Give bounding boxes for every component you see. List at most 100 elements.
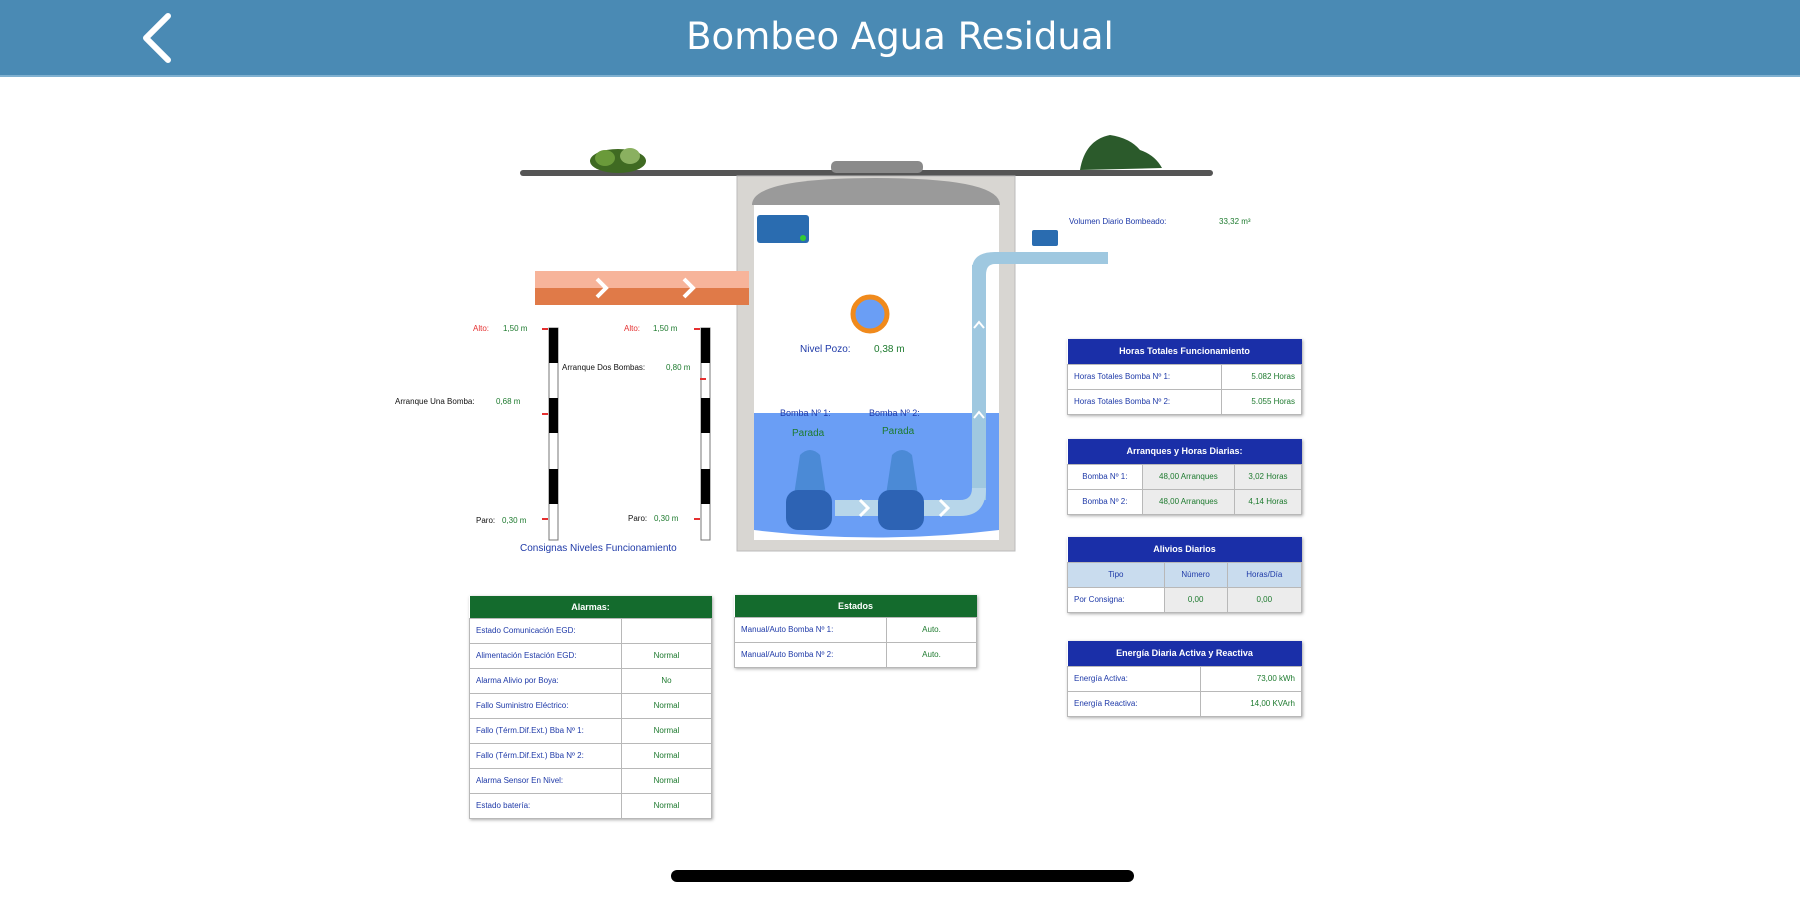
- row-horas: 3,02 Horas: [1233, 463, 1303, 490]
- col-header: Tipo: [1067, 561, 1165, 588]
- pump-1-icon: [786, 450, 832, 530]
- arranques-title: Arranques y Horas Diarias:: [1067, 439, 1302, 464]
- row-value: [621, 617, 712, 644]
- right-arranque-label: Arranque Dos Bombas:: [562, 363, 646, 372]
- row-label: Manual/Auto Bomba Nº 1:: [734, 616, 887, 643]
- row-label: Alimentación Estación EGD:: [469, 642, 622, 669]
- right-arranque-value: 0,80 m: [666, 363, 691, 372]
- header-bar: Bombeo Agua Residual: [0, 0, 1800, 77]
- row-label: Bomba Nº 1:: [1067, 463, 1143, 490]
- volumen-label: Volumen Diario Bombeado:: [1069, 217, 1167, 226]
- back-chevron-icon[interactable]: [138, 12, 178, 64]
- nivel-pozo-label: Nivel Pozo:: [800, 344, 851, 355]
- row-label: Energía Reactiva:: [1066, 690, 1202, 717]
- arranques-table: Arranques y Horas Diarias: Bomba Nº 1:48…: [1067, 439, 1303, 515]
- row-value: Normal: [621, 717, 712, 744]
- row-value: 5.055 Horas: [1221, 388, 1302, 415]
- row-horas: 0,00: [1226, 586, 1303, 613]
- table-row: Estado Comunicación EGD:: [469, 617, 712, 644]
- row-value: Normal: [621, 767, 712, 794]
- bush-left-icon: [590, 148, 646, 173]
- well-lid-top: [831, 161, 923, 173]
- row-label: Estado Comunicación EGD:: [469, 617, 622, 644]
- level-gauge-left: [542, 327, 559, 541]
- left-alto-label: Alto:: [473, 324, 490, 333]
- nivel-pozo-value: 0,38 m: [874, 344, 905, 355]
- table-row: Fallo (Térm.Dif.Ext.) Bba Nº 1:Normal: [469, 717, 712, 744]
- row-value: No: [621, 667, 712, 694]
- row-arranques: 48,00 Arranques: [1141, 463, 1235, 490]
- col-header: Número: [1163, 561, 1228, 588]
- row-label: Horas Totales Bomba Nº 2:: [1066, 388, 1223, 415]
- well-lid: [752, 178, 1000, 205]
- left-arranque-label: Arranque Una Bomba:: [395, 397, 475, 406]
- row-value: Auto.: [886, 616, 977, 643]
- row-label: Horas Totales Bomba Nº 1:: [1066, 363, 1223, 390]
- bomba-1-label: Bomba Nº 1:: [780, 408, 831, 418]
- row-label: Fallo (Térm.Dif.Ext.) Bba Nº 1:: [469, 717, 622, 744]
- bomba-2-label: Bomba Nº 2:: [869, 408, 920, 418]
- row-numero: 0,00: [1163, 586, 1228, 613]
- row-value: Normal: [621, 642, 712, 669]
- outlet-pipe: [972, 265, 986, 500]
- controller-icon: [757, 215, 809, 243]
- table-row: Manual/Auto Bomba Nº 2:Auto.: [734, 641, 977, 668]
- flowmeter-icon: [1032, 230, 1058, 246]
- row-value: Normal: [621, 742, 712, 769]
- row-value: 73,00 kWh: [1200, 665, 1302, 692]
- page-title: Bombeo Agua Residual: [686, 15, 1114, 58]
- level-sensor-icon: [850, 294, 890, 334]
- row-label: Bomba Nº 2:: [1067, 488, 1143, 515]
- estados-title: Estados: [734, 595, 977, 617]
- table-row: Horas Totales Bomba Nº 2:5.055 Horas: [1066, 388, 1302, 415]
- volumen-value: 33,32 m³: [1219, 217, 1251, 226]
- bush-right-icon: [1080, 135, 1162, 170]
- row-tipo: Por Consigna:: [1067, 586, 1165, 613]
- home-indicator[interactable]: [671, 870, 1134, 882]
- row-value: Normal: [621, 692, 712, 719]
- row-label: Fallo (Térm.Dif.Ext.) Bba Nº 2:: [469, 742, 622, 769]
- table-row: Manual/Auto Bomba Nº 1:Auto.: [734, 616, 977, 643]
- table-row: Alarma Sensor En Nivel:Normal: [469, 767, 712, 794]
- row-arranques: 48,00 Arranques: [1141, 488, 1235, 515]
- table-row: Estado batería:Normal: [469, 792, 712, 819]
- bomba-2-state: Parada: [882, 426, 915, 437]
- table-row: Horas Totales Bomba Nº 1:5.082 Horas: [1066, 363, 1302, 390]
- energia-title: Energía Diaria Activa y Reactiva: [1067, 641, 1302, 666]
- row-label: Manual/Auto Bomba Nº 2:: [734, 641, 887, 668]
- horas-totales-title: Horas Totales Funcionamiento: [1067, 339, 1302, 364]
- right-paro-value: 0,30 m: [654, 514, 679, 523]
- row-value: 5.082 Horas: [1221, 363, 1302, 390]
- flow-arrow-icon: [595, 277, 609, 299]
- table-row: Fallo Suministro Eléctrico:Normal: [469, 692, 712, 719]
- table-row: Energía Activa:73,00 kWh: [1066, 665, 1302, 692]
- bomba-1-state: Parada: [792, 428, 825, 439]
- table-row: Energía Reactiva:14,00 KVArh: [1066, 690, 1302, 717]
- row-value: Normal: [621, 792, 712, 819]
- left-paro-value: 0,30 m: [502, 516, 527, 525]
- horas-totales-table: Horas Totales Funcionamiento Horas Total…: [1066, 339, 1302, 415]
- level-gauge-right: [694, 327, 711, 541]
- row-value: Auto.: [886, 641, 977, 668]
- table-row: Alarma Alivio por Boya:No: [469, 667, 712, 694]
- inlet-pipe: [535, 271, 749, 288]
- left-alto-value: 1,50 m: [503, 324, 528, 333]
- row-horas: 4,14 Horas: [1233, 488, 1303, 515]
- table-row: Alimentación Estación EGD:Normal: [469, 642, 712, 669]
- right-alto-label: Alto:: [624, 324, 641, 333]
- left-paro-label: Paro:: [476, 516, 496, 525]
- consignas-caption: Consignas Niveles Funcionamiento: [520, 543, 677, 554]
- estados-table: Estados Manual/Auto Bomba Nº 1:Auto. Man…: [734, 595, 977, 668]
- alarmas-title: Alarmas:: [469, 596, 712, 618]
- col-header: Horas/Día: [1226, 561, 1303, 588]
- row-label: Alarma Sensor En Nivel:: [469, 767, 622, 794]
- table-row: Fallo (Térm.Dif.Ext.) Bba Nº 2:Normal: [469, 742, 712, 769]
- pump-2-icon: [878, 450, 924, 530]
- right-paro-label: Paro:: [628, 514, 648, 523]
- row-label: Energía Activa:: [1066, 665, 1202, 692]
